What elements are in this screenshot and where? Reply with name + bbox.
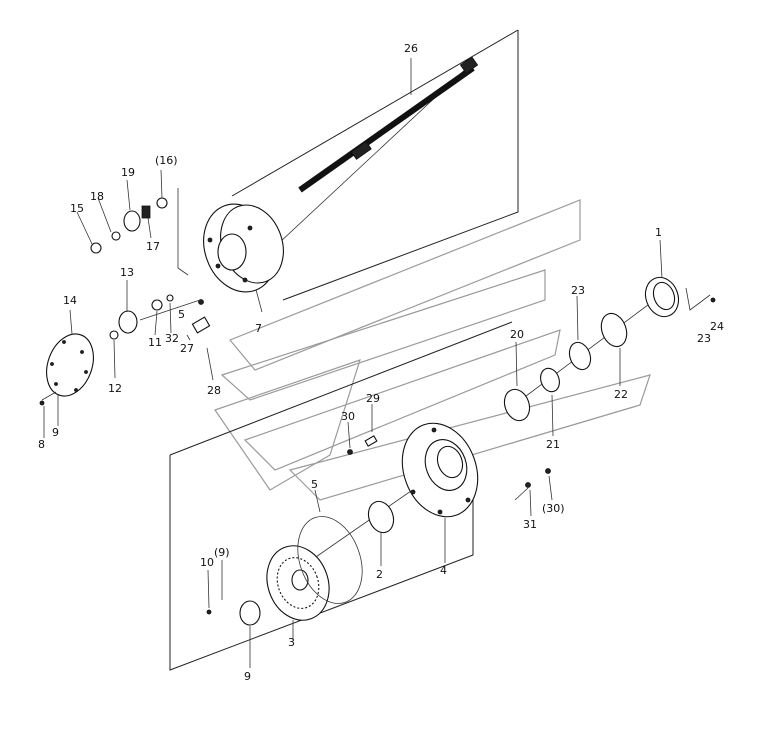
label-30-paren: (30) xyxy=(542,502,565,515)
label-21: 21 xyxy=(546,438,560,451)
label-18: 18 xyxy=(90,190,104,203)
label-3: 3 xyxy=(288,636,295,649)
o-ring-part-5 xyxy=(297,516,363,604)
label-12: 12 xyxy=(108,382,122,395)
label-14: 14 xyxy=(63,294,77,307)
label-27: 27 xyxy=(180,342,194,355)
label-9-paren: (9) xyxy=(214,546,230,559)
label-22: 22 xyxy=(614,388,628,401)
label-10: 10 xyxy=(200,556,214,569)
label-19: 19 xyxy=(121,166,135,179)
label-30: 30 xyxy=(341,410,355,423)
label-26: 26 xyxy=(404,42,418,55)
label-23-right: 23 xyxy=(697,332,711,345)
ring-gear-part-3 xyxy=(206,545,330,626)
callout-labels: 26 (16) 19 18 15 17 13 14 12 11 32 5 7 2… xyxy=(38,42,724,683)
gear-cluster xyxy=(90,197,211,340)
housing-part-7 xyxy=(203,203,284,293)
label-13: 13 xyxy=(120,266,134,279)
carrier-part-4 xyxy=(401,422,479,518)
shaft-part-26 xyxy=(298,56,479,193)
label-24: 24 xyxy=(710,320,724,333)
label-7: 7 xyxy=(255,322,262,335)
label-17: 17 xyxy=(146,240,160,253)
label-5-upper: 5 xyxy=(178,308,185,321)
label-23-top: 23 xyxy=(571,284,585,297)
label-9-bottom: 9 xyxy=(244,670,251,683)
label-20: 20 xyxy=(510,328,524,341)
label-9-left: 9 xyxy=(52,426,59,439)
cover-plate-part-14 xyxy=(39,333,94,406)
label-5-lower: 5 xyxy=(311,478,318,491)
pins xyxy=(347,435,551,501)
leader-lines xyxy=(43,58,663,668)
label-8: 8 xyxy=(38,438,45,451)
label-4: 4 xyxy=(440,564,447,577)
label-32: 32 xyxy=(165,332,179,345)
label-29: 29 xyxy=(366,392,380,405)
label-15: 15 xyxy=(70,202,84,215)
label-1: 1 xyxy=(655,226,662,239)
label-28: 28 xyxy=(207,384,221,397)
label-16-paren: (16) xyxy=(155,154,178,167)
label-31: 31 xyxy=(523,518,537,531)
label-11: 11 xyxy=(148,336,162,349)
bearings-right xyxy=(367,276,716,534)
label-2: 2 xyxy=(376,568,383,581)
